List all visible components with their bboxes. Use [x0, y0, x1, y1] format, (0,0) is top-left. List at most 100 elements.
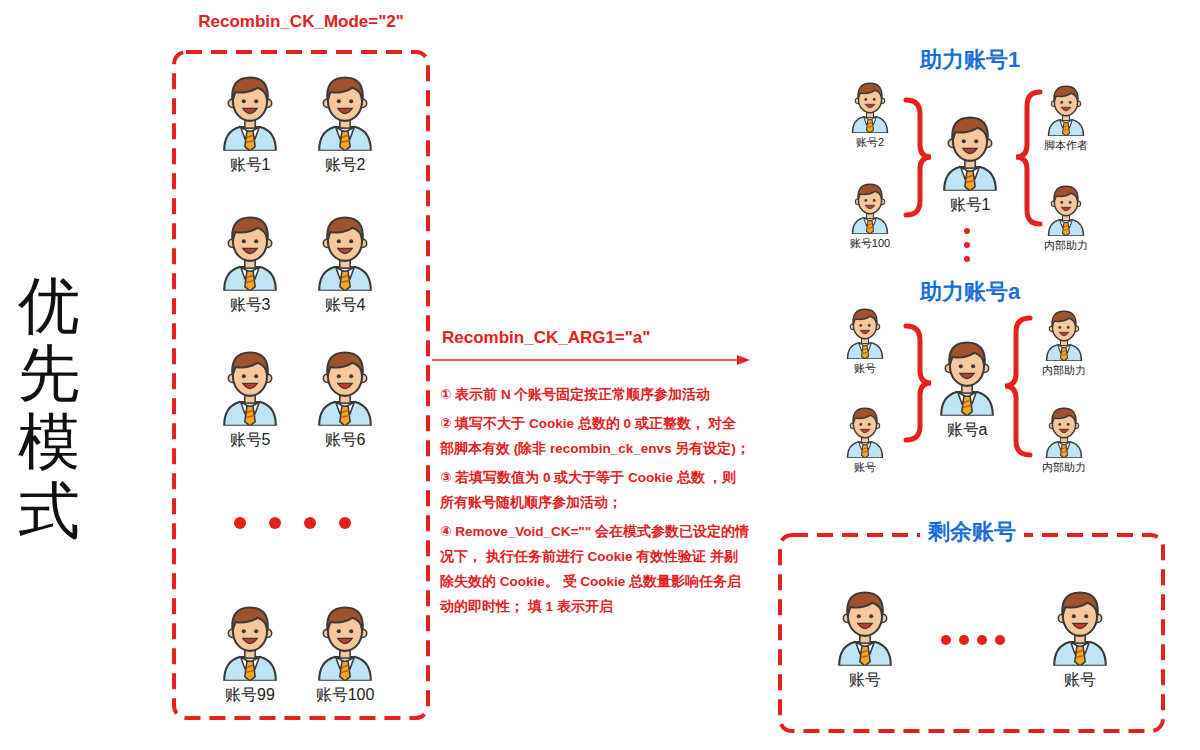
- left-brace: [1005, 318, 1030, 455]
- person-figure: 内部助力: [1044, 180, 1088, 253]
- person-icon-use: [224, 77, 276, 150]
- person-icon-use: [853, 184, 888, 234]
- note-item: ③ 若填写数值为 0 或大于等于 Cookie 总数 ，则所有账号随机顺序参加活…: [440, 465, 750, 515]
- account-label: 账号100: [314, 685, 376, 705]
- person-icon-use: [848, 408, 883, 458]
- vertical-dots: [964, 228, 970, 262]
- person-figure: 账号4: [314, 208, 376, 315]
- person-icon: [1043, 305, 1085, 361]
- person-icon: [314, 68, 376, 151]
- account-label: 内部助力: [1042, 461, 1086, 475]
- person-icon-use: [224, 607, 276, 680]
- account-label: 账号2: [314, 155, 376, 175]
- person-figure: 账号: [1049, 583, 1111, 690]
- dashed-border: [780, 535, 1163, 731]
- box-heading-row: Recombin_CK_Mode="2": [172, 12, 430, 32]
- left-brace: [1016, 92, 1040, 224]
- person-icon-use: [853, 83, 888, 133]
- person-icon: [314, 343, 376, 426]
- dashed-outline: [172, 50, 430, 720]
- person-icon-use: [1047, 311, 1082, 361]
- box-heading: Recombin_CK_Mode="2": [198, 12, 404, 32]
- right-brace: [906, 326, 931, 440]
- person-icon-use: [944, 117, 996, 190]
- person-icon-use: [319, 217, 371, 290]
- note-item: ④ Remove_Void_CK="" 会在模式参数已设定的情况下， 执行任务前…: [440, 519, 750, 619]
- person-icon: [219, 598, 281, 681]
- person-figure: 账号1: [939, 108, 1001, 215]
- person-figure: 账号100: [314, 598, 376, 705]
- account-label: 账号4: [314, 295, 376, 315]
- person-icon-use: [1054, 592, 1106, 665]
- account-label: 账号1: [939, 195, 1001, 215]
- person-icon: [1043, 402, 1085, 458]
- dashed-outline: [778, 533, 1165, 733]
- person-icon: [849, 178, 891, 234]
- person-figure: 账号: [834, 583, 896, 690]
- ellipsis-dot: [304, 517, 316, 529]
- box-heading-row: 剩余账号: [778, 517, 1165, 547]
- person-icon-use: [319, 607, 371, 680]
- account-label: 账号: [834, 670, 896, 690]
- person-icon: [219, 343, 281, 426]
- account-label: 脚本作者: [1044, 139, 1088, 153]
- person-icon: [1045, 180, 1087, 236]
- account-label: 账号100: [849, 237, 891, 251]
- person-icon-use: [224, 217, 276, 290]
- account-label: 账号3: [219, 295, 281, 315]
- notes-block: ① 表示前 N 个账号固定按正常顺序参加活动 ② 填写不大于 Cookie 总数的…: [440, 382, 750, 623]
- arrow-label: Recombin_CK_ARG1="a": [442, 328, 650, 348]
- ellipsis-dots: [234, 517, 351, 529]
- person-icon: [314, 598, 376, 681]
- ellipsis-dot: [995, 635, 1005, 645]
- account-label: 账号: [844, 461, 886, 475]
- person-icon-use: [1049, 86, 1084, 136]
- person-icon-use: [839, 592, 891, 665]
- person-figure: 账号100: [849, 178, 891, 251]
- account-label: 账号99: [219, 685, 281, 705]
- group-heading: 助力账号a: [920, 278, 1020, 306]
- account-label: 账号a: [936, 420, 998, 440]
- person-icon: [849, 77, 891, 133]
- account-label: 账号2: [849, 136, 891, 150]
- person-figure: 账号6: [314, 343, 376, 450]
- person-figure: 账号1: [219, 68, 281, 175]
- note-item: ② 填写不大于 Cookie 总数的 0 或正整数， 对全部脚本有效 (除非 r…: [440, 411, 750, 461]
- dashed-border: [174, 52, 428, 718]
- ellipsis-dot: [959, 635, 969, 645]
- account-label: 内部助力: [1042, 364, 1086, 378]
- person-icon-use: [319, 77, 371, 150]
- person-figure: 账号2: [314, 68, 376, 175]
- person-icon: [844, 303, 886, 359]
- person-figure: 账号: [844, 303, 886, 376]
- ellipsis-dot: [964, 228, 970, 234]
- account-label: 账号: [844, 362, 886, 376]
- note-item: ① 表示前 N 个账号固定按正常顺序参加活动: [440, 382, 750, 407]
- person-figure: 脚本作者: [1044, 80, 1088, 153]
- person-icon: [844, 402, 886, 458]
- box-heading: 剩余账号: [920, 517, 1024, 547]
- ellipsis-dot: [269, 517, 281, 529]
- person-figure: 账号5: [219, 343, 281, 450]
- person-figure: 账号2: [849, 77, 891, 150]
- flow-arrow-line: [432, 359, 740, 361]
- dashed-group-box: 剩余账号账号账号: [778, 533, 1165, 733]
- account-label: 内部助力: [1044, 239, 1088, 253]
- account-label: 账号5: [219, 430, 281, 450]
- person-icon: [1045, 80, 1087, 136]
- person-figure: 内部助力: [1042, 305, 1086, 378]
- person-figure: 账号a: [936, 333, 998, 440]
- person-icon: [314, 208, 376, 291]
- ellipsis-dot: [964, 256, 970, 262]
- ellipsis-dots: [941, 635, 1005, 645]
- ellipsis-dot: [339, 517, 351, 529]
- ellipsis-dot: [234, 517, 246, 529]
- group-heading: 助力账号1: [920, 46, 1020, 74]
- account-label: 账号: [1049, 670, 1111, 690]
- braces: [906, 92, 1040, 455]
- ellipsis-dot: [964, 242, 970, 248]
- person-icon: [834, 583, 896, 666]
- person-icon-use: [319, 352, 371, 425]
